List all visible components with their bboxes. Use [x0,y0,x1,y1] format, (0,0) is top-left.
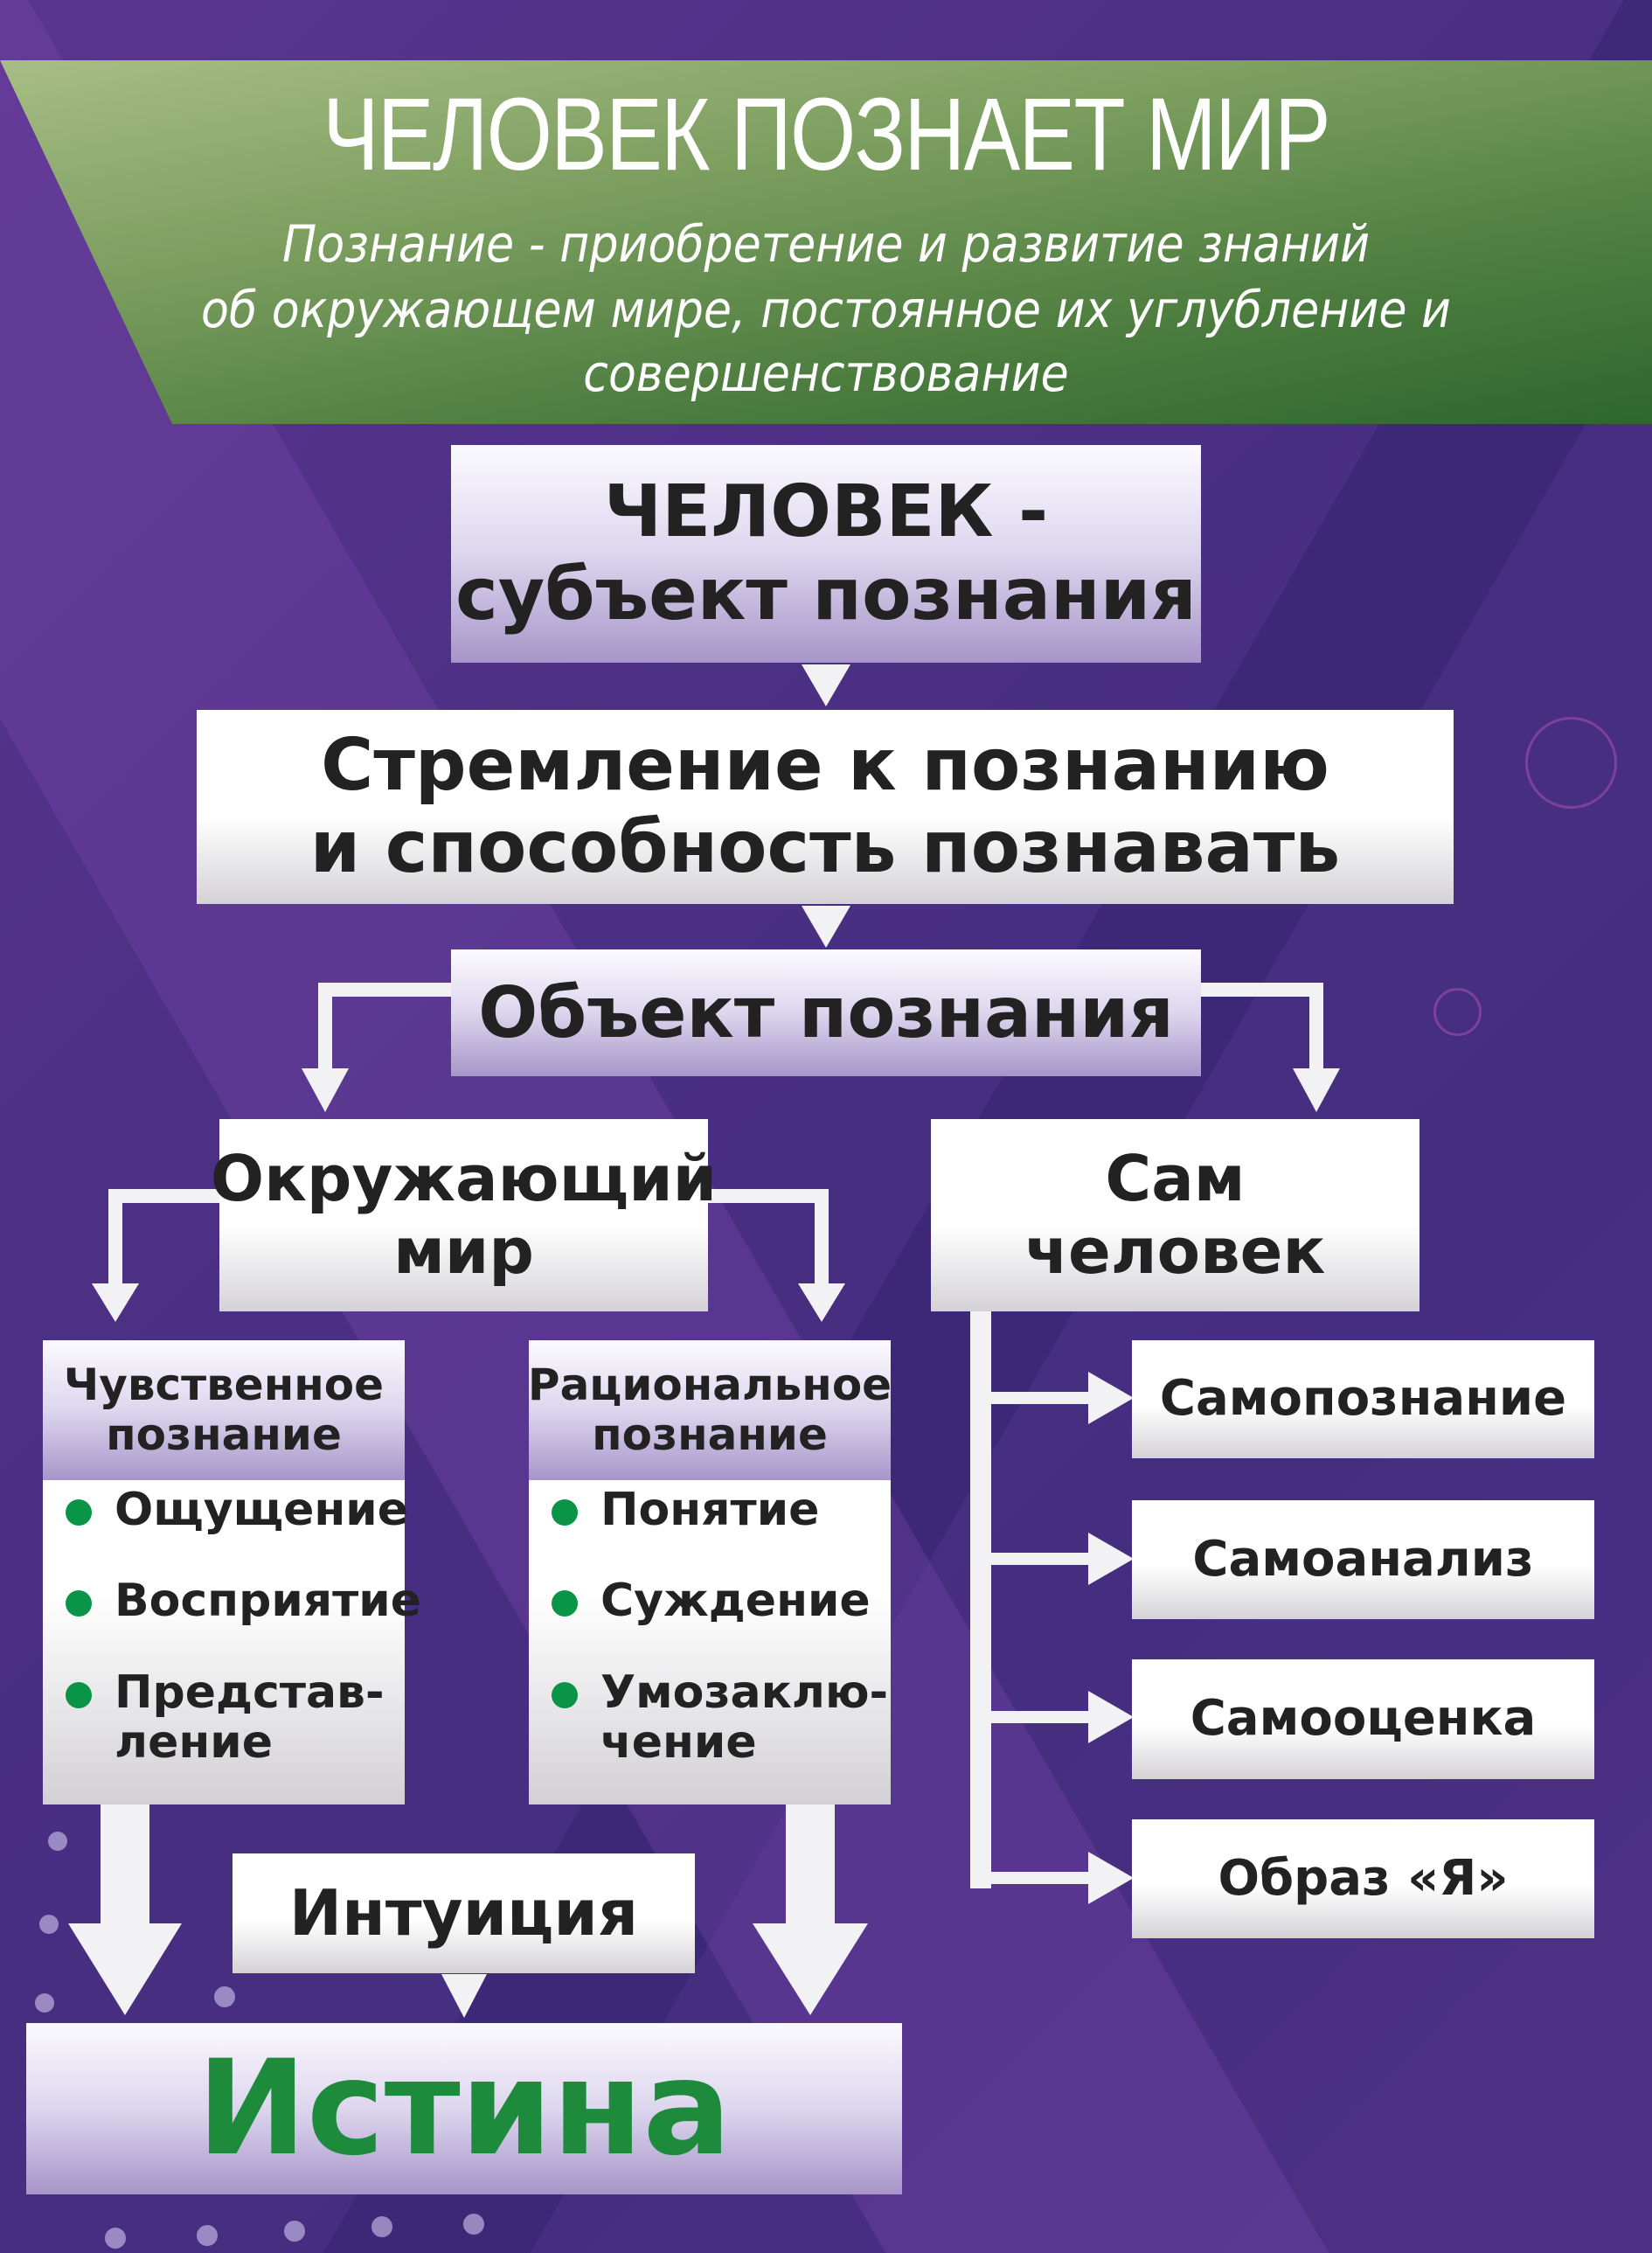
self-item-label: Образ «Я» [1218,1849,1509,1907]
list-item: Представ- ление [66,1666,385,1770]
arrow-down-icon [441,1974,487,2018]
self-item-label: Самопознание [1159,1370,1567,1428]
object-label: Объект познания [478,971,1174,1053]
rational-title-2: познание [592,1409,828,1460]
self-line-1: Сам [1105,1142,1246,1216]
self-item-label: Самоанализ [1192,1530,1534,1588]
subtitle-line-3: совершенствование [583,344,1069,403]
object-box: Объект познания [451,949,1201,1076]
subtitle-line-1: Познание - приобретение и развитие знани… [281,214,1371,274]
page-title: ЧЕЛОВЕК ПОЗНАЕТ МИР [323,77,1330,192]
connector-line [318,983,451,997]
list-item: Ощущение [66,1485,408,1535]
arrow-right-icon [1088,1852,1134,1904]
arrow-down-icon [1293,1068,1340,1112]
ability-box: Стремление к познанию и способность позн… [197,710,1454,904]
sensory-header: Чувственное познание [43,1340,405,1480]
item-label: Ощущение [115,1484,408,1536]
decor-dot [48,1832,67,1851]
connector-line [970,1392,1093,1404]
arrow-down-icon [802,906,850,948]
connector-line [108,1189,222,1203]
truth-label: Истина [197,2032,732,2185]
arrow-down-icon [92,1283,139,1322]
sensory-title-1: Чувственное [63,1359,385,1410]
arrow-down-icon [753,1923,868,2015]
connector-line [970,1711,1093,1723]
rational-header: Рациональное познание [527,1340,892,1480]
self-line-2: человек [1024,1214,1326,1288]
bullet-icon [66,1499,92,1526]
bullet-icon [66,1682,92,1708]
connector-line [318,983,332,1070]
sensory-box: Чувственное познание Ощущение Восприятие… [43,1340,421,1804]
truth-box: Истина [26,2023,902,2194]
decor-dot [284,2221,305,2242]
intuition-box: Интуиция [233,1853,695,1973]
decor-dot [463,2214,484,2235]
arrow-right-icon [1088,1691,1134,1743]
self-item-box: Образ «Я» [1132,1819,1594,1938]
arrow-right-icon [1088,1533,1134,1585]
bullet-icon [552,1590,578,1617]
connector-line [970,1872,1093,1884]
connector-line [108,1189,122,1285]
decor-dot [197,2225,218,2246]
item-label: Суждение [600,1575,871,1627]
sensory-title-2: познание [106,1409,342,1460]
connector-line [970,1311,991,1888]
subject-line-1: ЧЕЛОВЕК - [603,470,1049,554]
subtitle-line-2: об окружающем мире, постоянное их углубл… [201,280,1451,339]
item-label: Понятие [600,1484,820,1536]
decor-circle [1525,717,1617,809]
decor-dot [214,1986,235,2007]
list-item: Умозаклю- чение [552,1666,889,1770]
connector-line [815,1189,829,1285]
list-item: Понятие [552,1485,819,1535]
bullet-icon [552,1682,578,1708]
header-banner [0,60,1652,424]
arrow-down-icon [302,1068,349,1112]
connector-line [1201,983,1323,997]
decor-dot [371,2216,392,2237]
arrow-down-icon [68,1923,182,2015]
world-line-1: Окружающий [210,1142,718,1216]
subject-box: ЧЕЛОВЕК - субъект познания [451,445,1201,663]
rational-box: Рациональное познание Понятие Суждение У… [527,1340,892,1804]
self-item-box: Самопознание [1132,1340,1594,1458]
bullet-icon [552,1499,578,1526]
self-item-label: Самооценка [1190,1690,1537,1748]
item-label: Представ- ление [115,1666,385,1770]
rational-title-1: Рациональное [527,1359,892,1410]
arrow-shaft [786,1804,835,1927]
connector-line [1309,983,1323,1070]
self-box: Сам человек [931,1119,1419,1311]
self-item-box: Самооценка [1132,1659,1594,1779]
list-item: Восприятие [66,1575,421,1627]
arrow-down-icon [802,664,850,706]
decor-dot [39,1915,59,1934]
world-box: Окружающий мир [211,1119,717,1311]
arrow-right-icon [1088,1372,1134,1424]
connector-line [706,1189,829,1203]
item-label: Восприятие [115,1575,421,1627]
connector-line [970,1553,1093,1565]
bullet-icon [66,1590,92,1617]
decor-dot [35,1993,54,2013]
decor-circle [1433,988,1482,1036]
arrow-down-icon [798,1283,845,1322]
decor-dot [105,2228,126,2249]
item-label: Умозаклю- чение [600,1666,889,1770]
world-line-2: мир [393,1214,534,1288]
list-item: Суждение [552,1575,871,1627]
ability-line-2: и способность познавать [309,806,1341,889]
arrow-shaft [101,1804,149,1927]
self-item-box: Самоанализ [1132,1500,1594,1619]
ability-line-1: Стремление к познанию [321,723,1329,807]
subject-line-2: субъект познания [455,553,1197,636]
intuition-label: Интуиция [288,1876,639,1951]
